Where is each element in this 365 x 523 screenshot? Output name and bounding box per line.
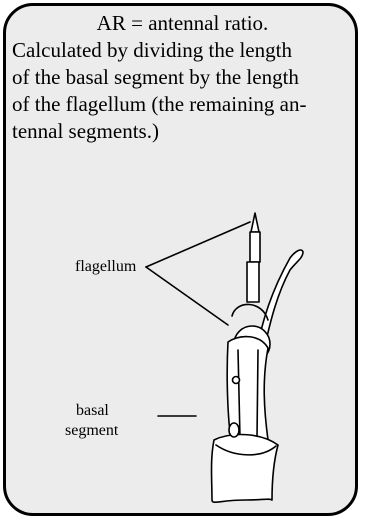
- flagellum-segment-1: [250, 232, 260, 262]
- basal-pore-small: [233, 377, 240, 384]
- flagellum-leader-bottom: [146, 267, 228, 325]
- basal-segment: [212, 435, 279, 503]
- flagellum-leader-top: [146, 222, 250, 267]
- basal-pore-large: [229, 423, 239, 437]
- flagellum-segment-2: [247, 262, 259, 302]
- basal-label-line-1: basal: [76, 401, 109, 420]
- flagellum-tip: [251, 213, 259, 232]
- basal-label-line-2: segment: [65, 421, 118, 440]
- flagellum-label: flagellum: [75, 257, 136, 276]
